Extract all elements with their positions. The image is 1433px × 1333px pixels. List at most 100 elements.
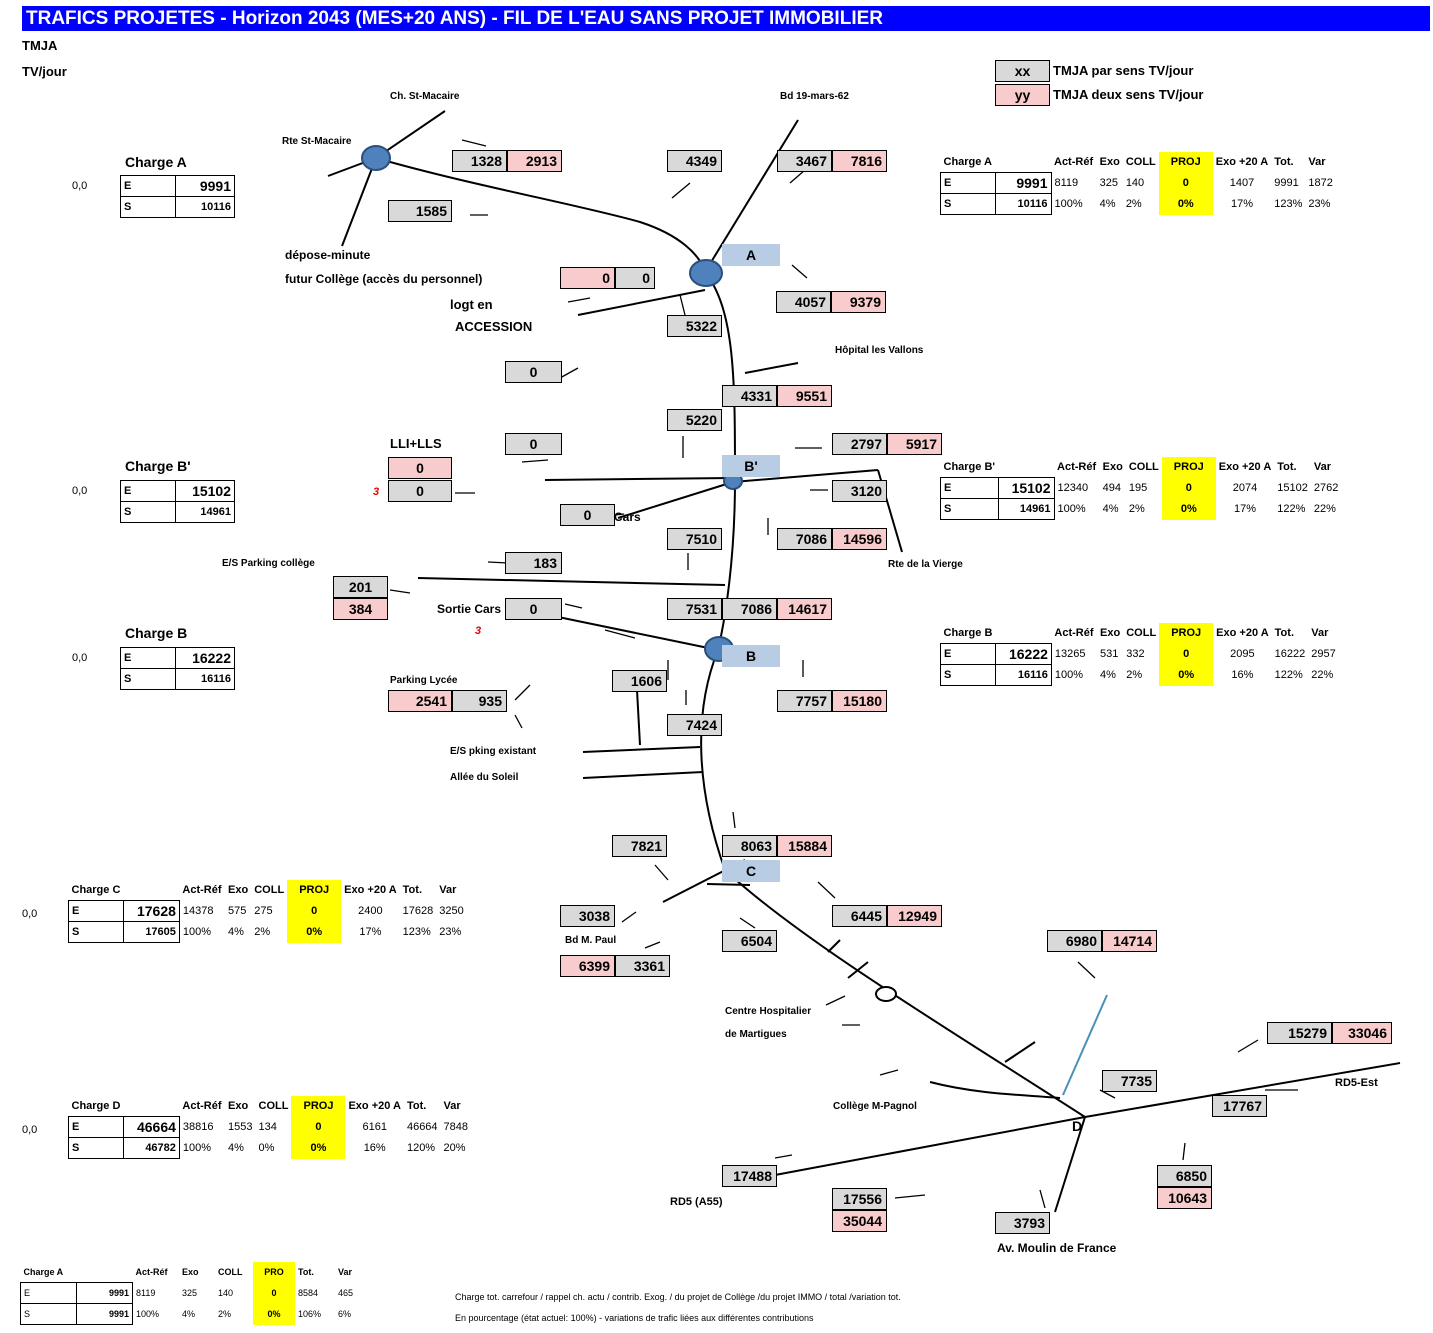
label-lli: LLI+LLS <box>390 436 442 451</box>
label-three-bp: 3 <box>373 486 380 498</box>
count-box: 7735 <box>1102 1070 1157 1092</box>
label-depose: dépose-minute <box>285 248 371 262</box>
count-box: 7816 <box>832 150 887 172</box>
charge-d-pre: 0,0 <box>22 1124 38 1136</box>
marker-b-prime: B' <box>722 455 780 477</box>
count-box: 6445 <box>832 905 887 927</box>
count-box: 15180 <box>832 690 887 712</box>
label-bd-19-mars: Bd 19-mars-62 <box>780 91 849 102</box>
count-box: 935 <box>452 690 507 712</box>
marker-b: B <box>722 645 780 667</box>
count-box: 0 <box>388 480 452 502</box>
count-box: 0 <box>388 457 452 479</box>
count-box: 17767 <box>1212 1095 1267 1117</box>
bottom-note-2: En pourcentage (état actuel: 100%) - var… <box>455 1313 814 1323</box>
count-box: 0 <box>615 267 655 289</box>
count-box: 0 <box>560 504 615 526</box>
count-box: 2541 <box>388 690 452 712</box>
count-box: 1585 <box>388 200 452 222</box>
count-box: 9379 <box>831 291 886 313</box>
label-centre-hosp: Centre Hospitalier <box>725 1006 812 1017</box>
label-es-parking-college: E/S Parking collège <box>222 558 315 569</box>
marker-d: D <box>1072 1118 1083 1134</box>
count-box: 3120 <box>832 480 887 502</box>
count-box: 7510 <box>667 528 722 550</box>
marker-c: C <box>722 860 780 882</box>
count-box: 10643 <box>1157 1187 1212 1209</box>
label-rd5-est: RD5-Est <box>1335 1077 1378 1089</box>
label-es-pking: E/S pking existant <box>450 746 537 757</box>
marker-a: A <box>722 244 780 266</box>
unit-label-tv: TV/jour <box>22 64 67 79</box>
count-box: 14596 <box>832 528 887 550</box>
label-futur-college: futur Collège (accès du personnel) <box>285 272 483 286</box>
label-sortie-cars: Sortie Cars <box>437 602 502 616</box>
label-allee: Allée du Soleil <box>450 772 519 783</box>
charge-a-title: Charge A <box>125 154 187 170</box>
count-box: 15279 <box>1267 1022 1332 1044</box>
count-box: 5322 <box>667 315 722 337</box>
count-box: 0 <box>505 361 562 383</box>
label-rte-st-macaire: Rte St-Macaire <box>282 136 352 147</box>
count-box: 9551 <box>777 385 832 407</box>
count-box: 4349 <box>667 150 722 172</box>
count-box: 2913 <box>507 150 562 172</box>
count-box: 384 <box>333 598 388 620</box>
count-box: 5917 <box>887 433 942 455</box>
charge-bp-title: Charge B' <box>125 458 191 474</box>
label-martigues: de Martigues <box>725 1029 787 1040</box>
legend-yy-text: TMJA deux sens TV/jour <box>1053 87 1204 102</box>
charge-a-pre: 0,0 <box>72 180 88 192</box>
count-box: 0 <box>505 598 562 620</box>
count-box: 6399 <box>560 955 615 977</box>
node-a <box>689 259 723 287</box>
count-box: 14617 <box>777 598 832 620</box>
label-moulin: Av. Moulin de France <box>997 1241 1117 1255</box>
label-ch-st-macaire: Ch. St-Macaire <box>390 91 460 102</box>
count-box: 201 <box>333 576 388 598</box>
count-box: 2797 <box>832 433 887 455</box>
charge-bp-pre: 0,0 <box>72 485 88 497</box>
bottom-legend-table: Charge A Act-Réf Exo COLL PRO Tot. Var E… <box>20 1262 366 1325</box>
count-box: 17556 <box>832 1188 887 1210</box>
count-box: 3467 <box>777 150 832 172</box>
count-box: 183 <box>505 552 562 574</box>
count-box: 7086 <box>722 598 777 620</box>
node-st-macaire <box>361 145 391 171</box>
count-box: 0 <box>505 433 562 455</box>
count-box: 6850 <box>1157 1165 1212 1187</box>
count-box: 7531 <box>667 598 722 620</box>
count-box: 33046 <box>1332 1022 1392 1044</box>
count-box: 7424 <box>667 714 722 736</box>
unit-label-tmja: TMJA <box>22 38 58 53</box>
count-box: 7757 <box>777 690 832 712</box>
label-hopital: Hôpital les Vallons <box>835 345 924 356</box>
count-box: 3361 <box>615 955 670 977</box>
count-box: 1606 <box>612 670 667 692</box>
count-box: 5220 <box>667 409 722 431</box>
count-box: 3793 <box>995 1212 1050 1234</box>
count-box: 4331 <box>722 385 777 407</box>
count-box: 7821 <box>612 835 667 857</box>
label-three-b: 3 <box>475 625 482 637</box>
count-box: 12949 <box>887 905 942 927</box>
label-accession: ACCESSION <box>455 319 533 334</box>
label-parking-lycee: Parking Lycée <box>390 675 458 686</box>
page-title: TRAFICS PROJETES - Horizon 2043 (MES+20 … <box>22 6 1430 31</box>
count-box: 17488 <box>722 1165 777 1187</box>
label-bd-paul: Bd M. Paul <box>565 935 617 946</box>
count-box: 7086 <box>777 528 832 550</box>
charge-b-pre: 0,0 <box>72 652 88 664</box>
count-box: 4057 <box>776 291 831 313</box>
count-box: 8063 <box>722 835 777 857</box>
legend-xx-text: TMJA par sens TV/jour <box>1053 63 1194 78</box>
